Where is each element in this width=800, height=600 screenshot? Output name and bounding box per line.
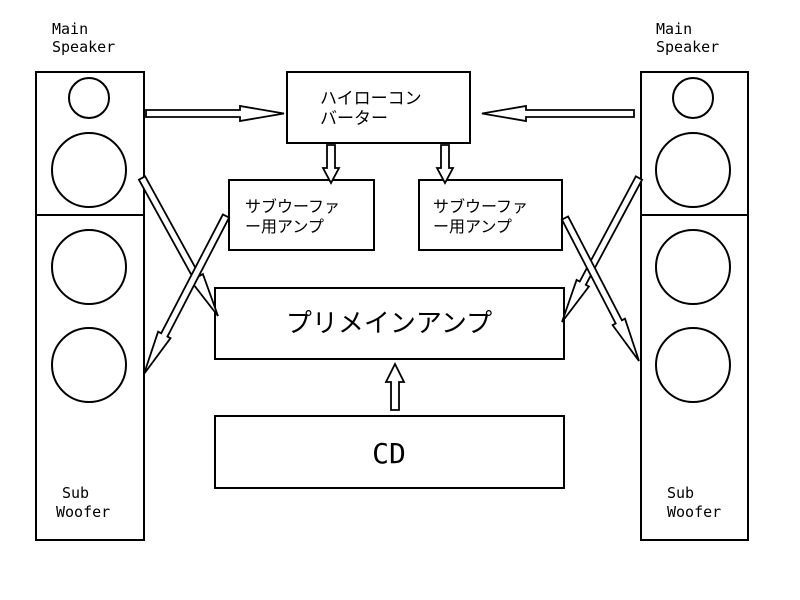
signal-arrows <box>137 104 644 411</box>
preamp-rect <box>214 287 565 360</box>
right-sub-label-line2: Woofer <box>667 503 721 521</box>
cd-label: CD <box>372 437 406 470</box>
left-main-label-line1: Main <box>52 20 88 38</box>
left-woofer-upper <box>51 229 127 305</box>
right-woofer-upper <box>655 229 731 305</box>
preamp-label: プリメインアンプ <box>286 309 492 339</box>
left-woofer-lower <box>51 327 127 403</box>
sub-amp-left-label-line1: サブウーファ <box>245 197 340 216</box>
crossover-rect <box>286 71 471 144</box>
left-midrange-driver <box>51 132 127 208</box>
left-tweeter <box>68 77 110 119</box>
arrow-cd-to-preamp <box>384 361 406 411</box>
right-main-label-line2: Speaker <box>656 38 719 56</box>
arrow-sub-amp-right-to-right-woofer <box>560 215 640 362</box>
right-midrange-driver <box>655 132 731 208</box>
arrow-right-speaker-to-crossover <box>481 104 635 123</box>
sub-amp-left: サブウーファ ー用アンプ <box>228 179 375 251</box>
right-sub-label-line1: Sub <box>667 484 694 502</box>
crossover-box: ハイローコン バーター <box>286 71 471 144</box>
arrow-crossover-to-sub-amp-left <box>321 144 341 185</box>
sub-amp-right: サブウーファ ー用アンプ <box>418 179 563 251</box>
crossover-label-line1: ハイローコン <box>320 89 422 109</box>
right-woofer-lower <box>655 327 731 403</box>
left-sub-label-line2: Woofer <box>56 503 110 521</box>
sub-amp-right-rect <box>418 179 563 251</box>
cd-rect <box>214 415 565 489</box>
sub-amp-left-rect <box>228 179 375 251</box>
arrow-sub-amp-left-to-left-woofer <box>143 213 231 375</box>
right-main-label-line1: Main <box>656 20 692 38</box>
right-tweeter <box>672 77 714 119</box>
arrow-crossover-to-sub-amp-right <box>435 144 455 185</box>
arrow-right-speaker-to-preamp <box>561 175 644 323</box>
cd-box: CD <box>214 415 565 489</box>
crossover-label-line2: バーター <box>320 109 388 129</box>
sub-amp-right-label-line1: サブウーファ <box>433 197 528 216</box>
left-speaker: Main Speaker Sub Woofer <box>35 20 145 541</box>
sub-amp-left-label-line2: ー用アンプ <box>245 217 324 236</box>
arrow-left-speaker-to-crossover <box>145 104 285 123</box>
sub-amp-right-label-line2: ー用アンプ <box>433 217 512 236</box>
right-speaker: Main Speaker Sub Woofer <box>640 20 749 541</box>
left-main-label-line2: Speaker <box>52 38 115 56</box>
left-sub-label-line1: Sub <box>62 484 89 502</box>
preamp-box: プリメインアンプ <box>214 287 565 360</box>
